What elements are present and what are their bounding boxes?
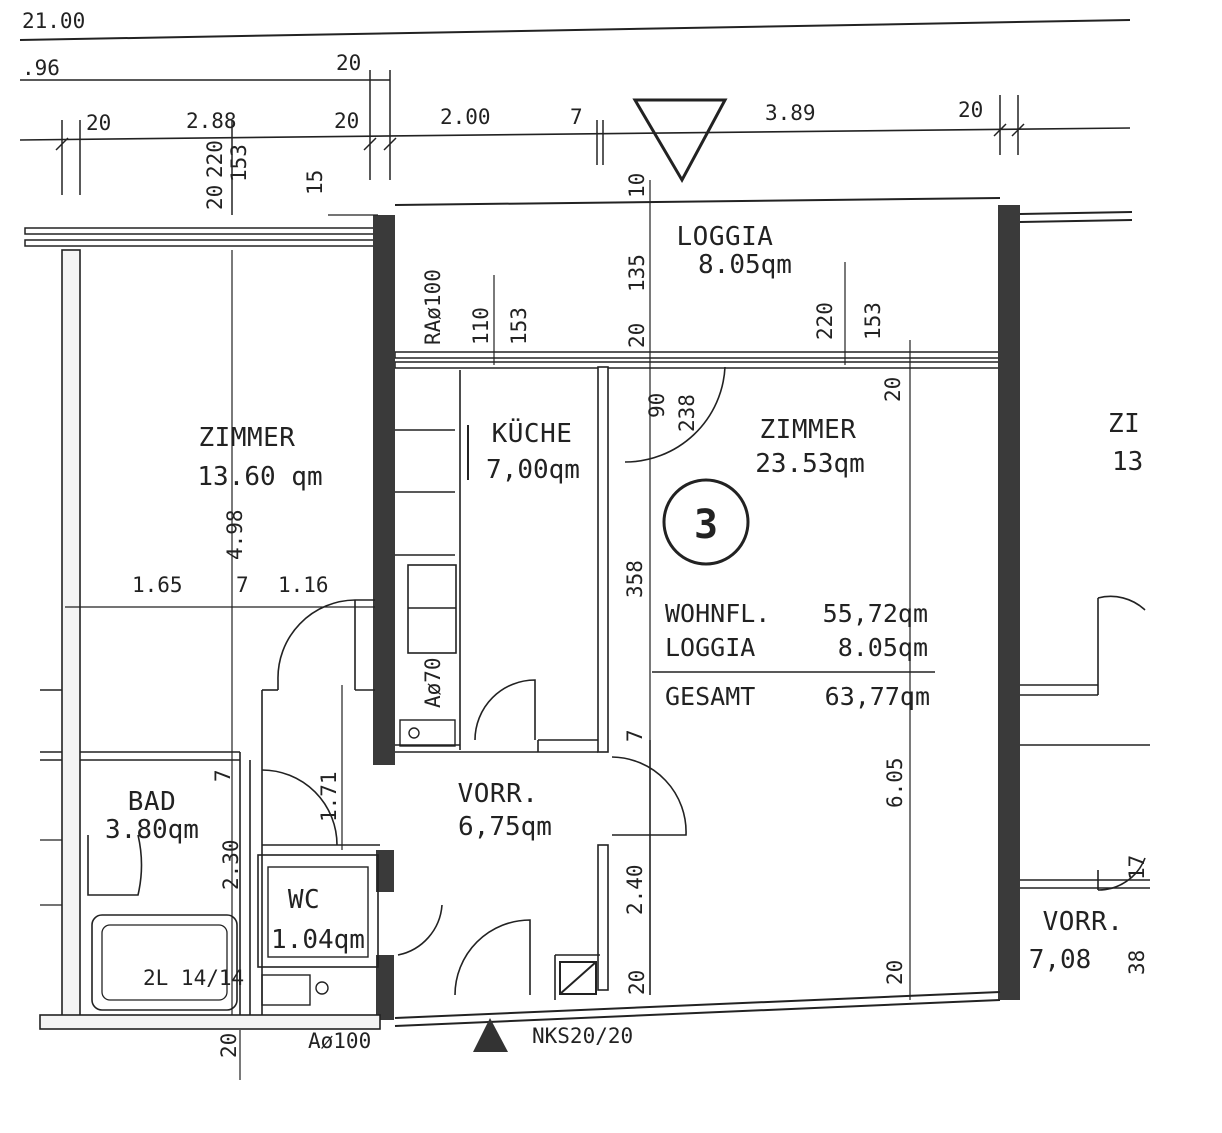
kitchen-fixtures bbox=[395, 425, 469, 747]
annotation-2l: 2L 14/14 bbox=[143, 966, 244, 990]
annotation-ra100: RAø100 bbox=[421, 269, 445, 345]
dim-v-230: 2.30 bbox=[219, 839, 243, 890]
dim-v-153c: 153 bbox=[861, 302, 885, 340]
dim-v-153b: 153 bbox=[507, 307, 531, 345]
dim-v-171: 1.71 bbox=[317, 771, 341, 822]
room-area-vorr: 6,75qm bbox=[458, 812, 552, 842]
entrance-marker-bottom bbox=[473, 1018, 508, 1052]
dim-v-498: 4.98 bbox=[223, 509, 247, 560]
dim-v-238: 238 bbox=[675, 394, 699, 432]
dim-v-20b: 20 bbox=[625, 323, 649, 348]
entrance-marker-triangle bbox=[632, 98, 728, 184]
dim-v-10: 10 bbox=[625, 173, 649, 198]
room-area-bad: 3.80qm bbox=[105, 815, 199, 845]
dim-v-220b: 220 bbox=[813, 302, 837, 340]
annotation-a70: Aø70 bbox=[421, 657, 445, 708]
room-name-kueche: KÜCHE bbox=[492, 417, 573, 449]
annotations: RAø100 Aø70 Aø100 NKS20/20 2L 14/14 bbox=[143, 269, 633, 1053]
room-area-kueche: 7,00qm bbox=[486, 455, 580, 485]
room-name-zimmer-large: ZIMMER bbox=[760, 415, 857, 445]
dim-7-mid: 7 bbox=[236, 573, 249, 597]
gesamt-label: GESAMT bbox=[665, 682, 755, 711]
dim-v-153: 153 bbox=[227, 144, 251, 182]
doors bbox=[261, 366, 1146, 996]
dim-20-top: 20 bbox=[336, 51, 361, 75]
dim-v-7b: 7 bbox=[211, 769, 235, 782]
dim-20-a: 20 bbox=[86, 111, 111, 135]
dim-v-38: 38 bbox=[1125, 950, 1149, 975]
room-area-zimmer-right: 13 bbox=[1112, 447, 1143, 477]
room-name-zimmer-left: ZIMMER bbox=[199, 423, 296, 453]
dim-v-90: 90 bbox=[645, 393, 669, 418]
party-wall-left-bottom bbox=[376, 955, 394, 1020]
top-dimension-lines bbox=[19, 19, 1131, 215]
dim-v-240: 2.40 bbox=[623, 864, 647, 915]
area-summary: WOHNFL. 55,72qm LOGGIA 8.05qm GESAMT 63,… bbox=[665, 599, 930, 711]
dim-v-605: 6.05 bbox=[883, 757, 907, 808]
room-area-vorr-right: 7,08 bbox=[1029, 945, 1092, 975]
loggia-summary-value: 8.05qm bbox=[838, 633, 928, 662]
dim-v-358: 358 bbox=[623, 560, 647, 598]
room-name-vorr-right: VORR. bbox=[1043, 907, 1124, 937]
dim-v-15: 15 bbox=[303, 170, 327, 195]
dim-200: 2.00 bbox=[440, 105, 491, 129]
walls bbox=[24, 180, 1150, 1030]
interior-dimension-lines bbox=[65, 214, 911, 1080]
room-labels: LOGGIA 8.05qm ZIMMER 23.53qm ZIMMER 13.6… bbox=[105, 222, 1143, 975]
gesamt-value: 63,77qm bbox=[825, 682, 930, 711]
annotation-a100: Aø100 bbox=[308, 1029, 371, 1053]
room-name-wc: WC bbox=[288, 885, 320, 915]
dim-20-b: 20 bbox=[334, 109, 359, 133]
wohnfl-value: 55,72qm bbox=[823, 599, 928, 628]
dim-288: 2.88 bbox=[186, 109, 237, 133]
dim-v-110: 110 bbox=[469, 307, 493, 345]
dim-v-20d: 20 bbox=[625, 970, 649, 995]
room-name-vorr: VORR. bbox=[458, 779, 539, 809]
room-name-bad: BAD bbox=[128, 787, 176, 817]
dim-v-20: 20 bbox=[203, 185, 227, 210]
room-area-zimmer-left: 13.60 qm bbox=[197, 462, 322, 492]
apartment-number: 3 bbox=[694, 502, 718, 548]
party-wall-right bbox=[998, 205, 1020, 1000]
party-wall-left-lower bbox=[376, 850, 394, 892]
wohnfl-label: WOHNFL. bbox=[665, 599, 770, 628]
apartment-number-circle bbox=[662, 478, 750, 566]
dim-v-135: 135 bbox=[625, 254, 649, 292]
dim-top-total: 21.00 bbox=[22, 9, 85, 33]
room-area-loggia: 8.05qm bbox=[698, 250, 792, 280]
dim-389: 3.89 bbox=[765, 101, 816, 125]
party-wall-left bbox=[373, 215, 395, 765]
room-name-loggia: LOGGIA bbox=[677, 222, 774, 252]
dim-v-20c: 20 bbox=[881, 377, 905, 402]
dimension-labels: 21.00 .96 20 20 2.88 20 2.00 7 3.89 20 1… bbox=[22, 9, 1149, 1058]
dim-116: 1.16 bbox=[278, 573, 329, 597]
dim-v-17: 17 bbox=[1125, 855, 1149, 880]
loggia-summary-label: LOGGIA bbox=[665, 633, 755, 662]
dim-165: 1.65 bbox=[132, 573, 183, 597]
dim-7-top: 7 bbox=[570, 105, 583, 129]
dim-v-20f: 20 bbox=[217, 1033, 241, 1058]
dim-v-20e: 20 bbox=[883, 960, 907, 985]
room-area-zimmer-large: 23.53qm bbox=[755, 449, 865, 479]
dim-v-220: 220 bbox=[203, 140, 227, 178]
bath-fixtures bbox=[40, 834, 597, 1011]
room-name-zimmer-right: ZI bbox=[1108, 409, 1140, 439]
dim-top-second: .96 bbox=[22, 56, 60, 80]
room-area-wc: 1.04qm bbox=[271, 925, 365, 955]
dim-20-right: 20 bbox=[958, 98, 983, 122]
annotation-nks: NKS20/20 bbox=[532, 1024, 633, 1048]
dim-v-7: 7 bbox=[623, 729, 647, 742]
